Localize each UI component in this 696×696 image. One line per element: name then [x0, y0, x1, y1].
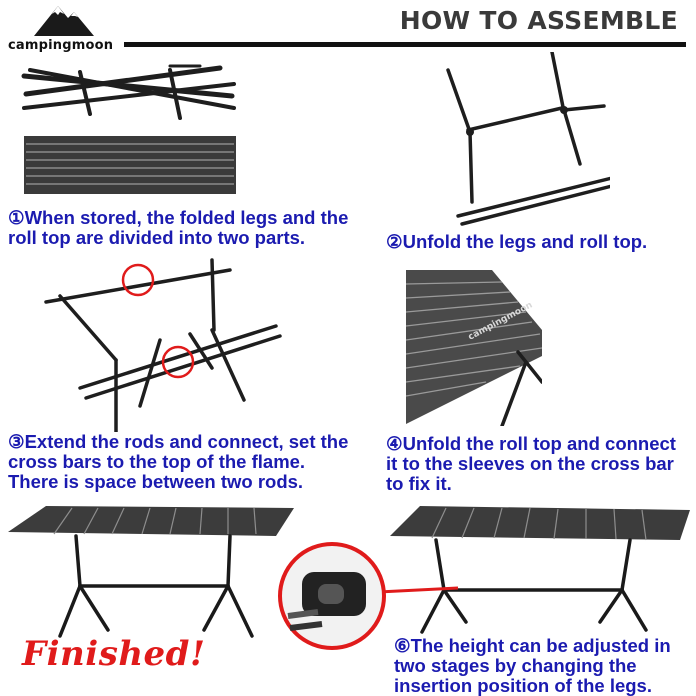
finished-label: Finished! — [22, 634, 206, 674]
step-1-line-2: roll top are divided into two parts. — [8, 227, 306, 248]
leg-socket-detail-image — [278, 542, 458, 650]
frame-assembly-image — [44, 258, 282, 432]
step-4-text: ④Unfold the roll top and connect it to t… — [386, 434, 676, 494]
mountain-logo-icon — [34, 6, 94, 36]
step-4-line-3: to fix it. — [386, 473, 452, 494]
step-4-line-1: ④Unfold the roll top and connect — [386, 433, 676, 454]
step-3-line-2: cross bars to the top of the flame. — [8, 451, 306, 472]
brand-name: campingmoon — [8, 38, 114, 53]
page-title: HOW TO ASSEMBLE — [399, 6, 678, 35]
step-6-line-3: insertion position of the legs. — [394, 675, 652, 696]
step-4-line-2: it to the sleeves on the cross bar — [386, 453, 674, 474]
step-1-text: ①When stored, the folded legs and the ro… — [8, 208, 348, 248]
step-3-text: ③Extend the rods and connect, set the cr… — [8, 432, 348, 492]
folded-parts-image — [21, 64, 236, 194]
step-3-line-3: There is space between two rods. — [8, 471, 304, 492]
step-3-line-1: ③Extend the rods and connect, set the — [8, 431, 349, 452]
step-2-line-1: ②Unfold the legs and roll top. — [386, 231, 648, 252]
step-6-text: ⑥The height can be adjusted in two stage… — [394, 636, 671, 696]
step-6-line-2: two stages by changing the — [394, 655, 637, 676]
height-adjust-table-image — [390, 506, 690, 634]
finished-table-image — [8, 506, 294, 638]
brand-logo: campingmoon — [8, 2, 120, 54]
rolltop-closeup-image: campingmoon — [406, 270, 542, 426]
header-rule — [124, 42, 686, 47]
step-6-line-1: ⑥The height can be adjusted in — [394, 635, 671, 656]
step-2-text: ②Unfold the legs and roll top. — [386, 232, 647, 252]
step-1-line-1: ①When stored, the folded legs and the — [8, 207, 349, 228]
unfolded-legs-image — [446, 52, 610, 226]
